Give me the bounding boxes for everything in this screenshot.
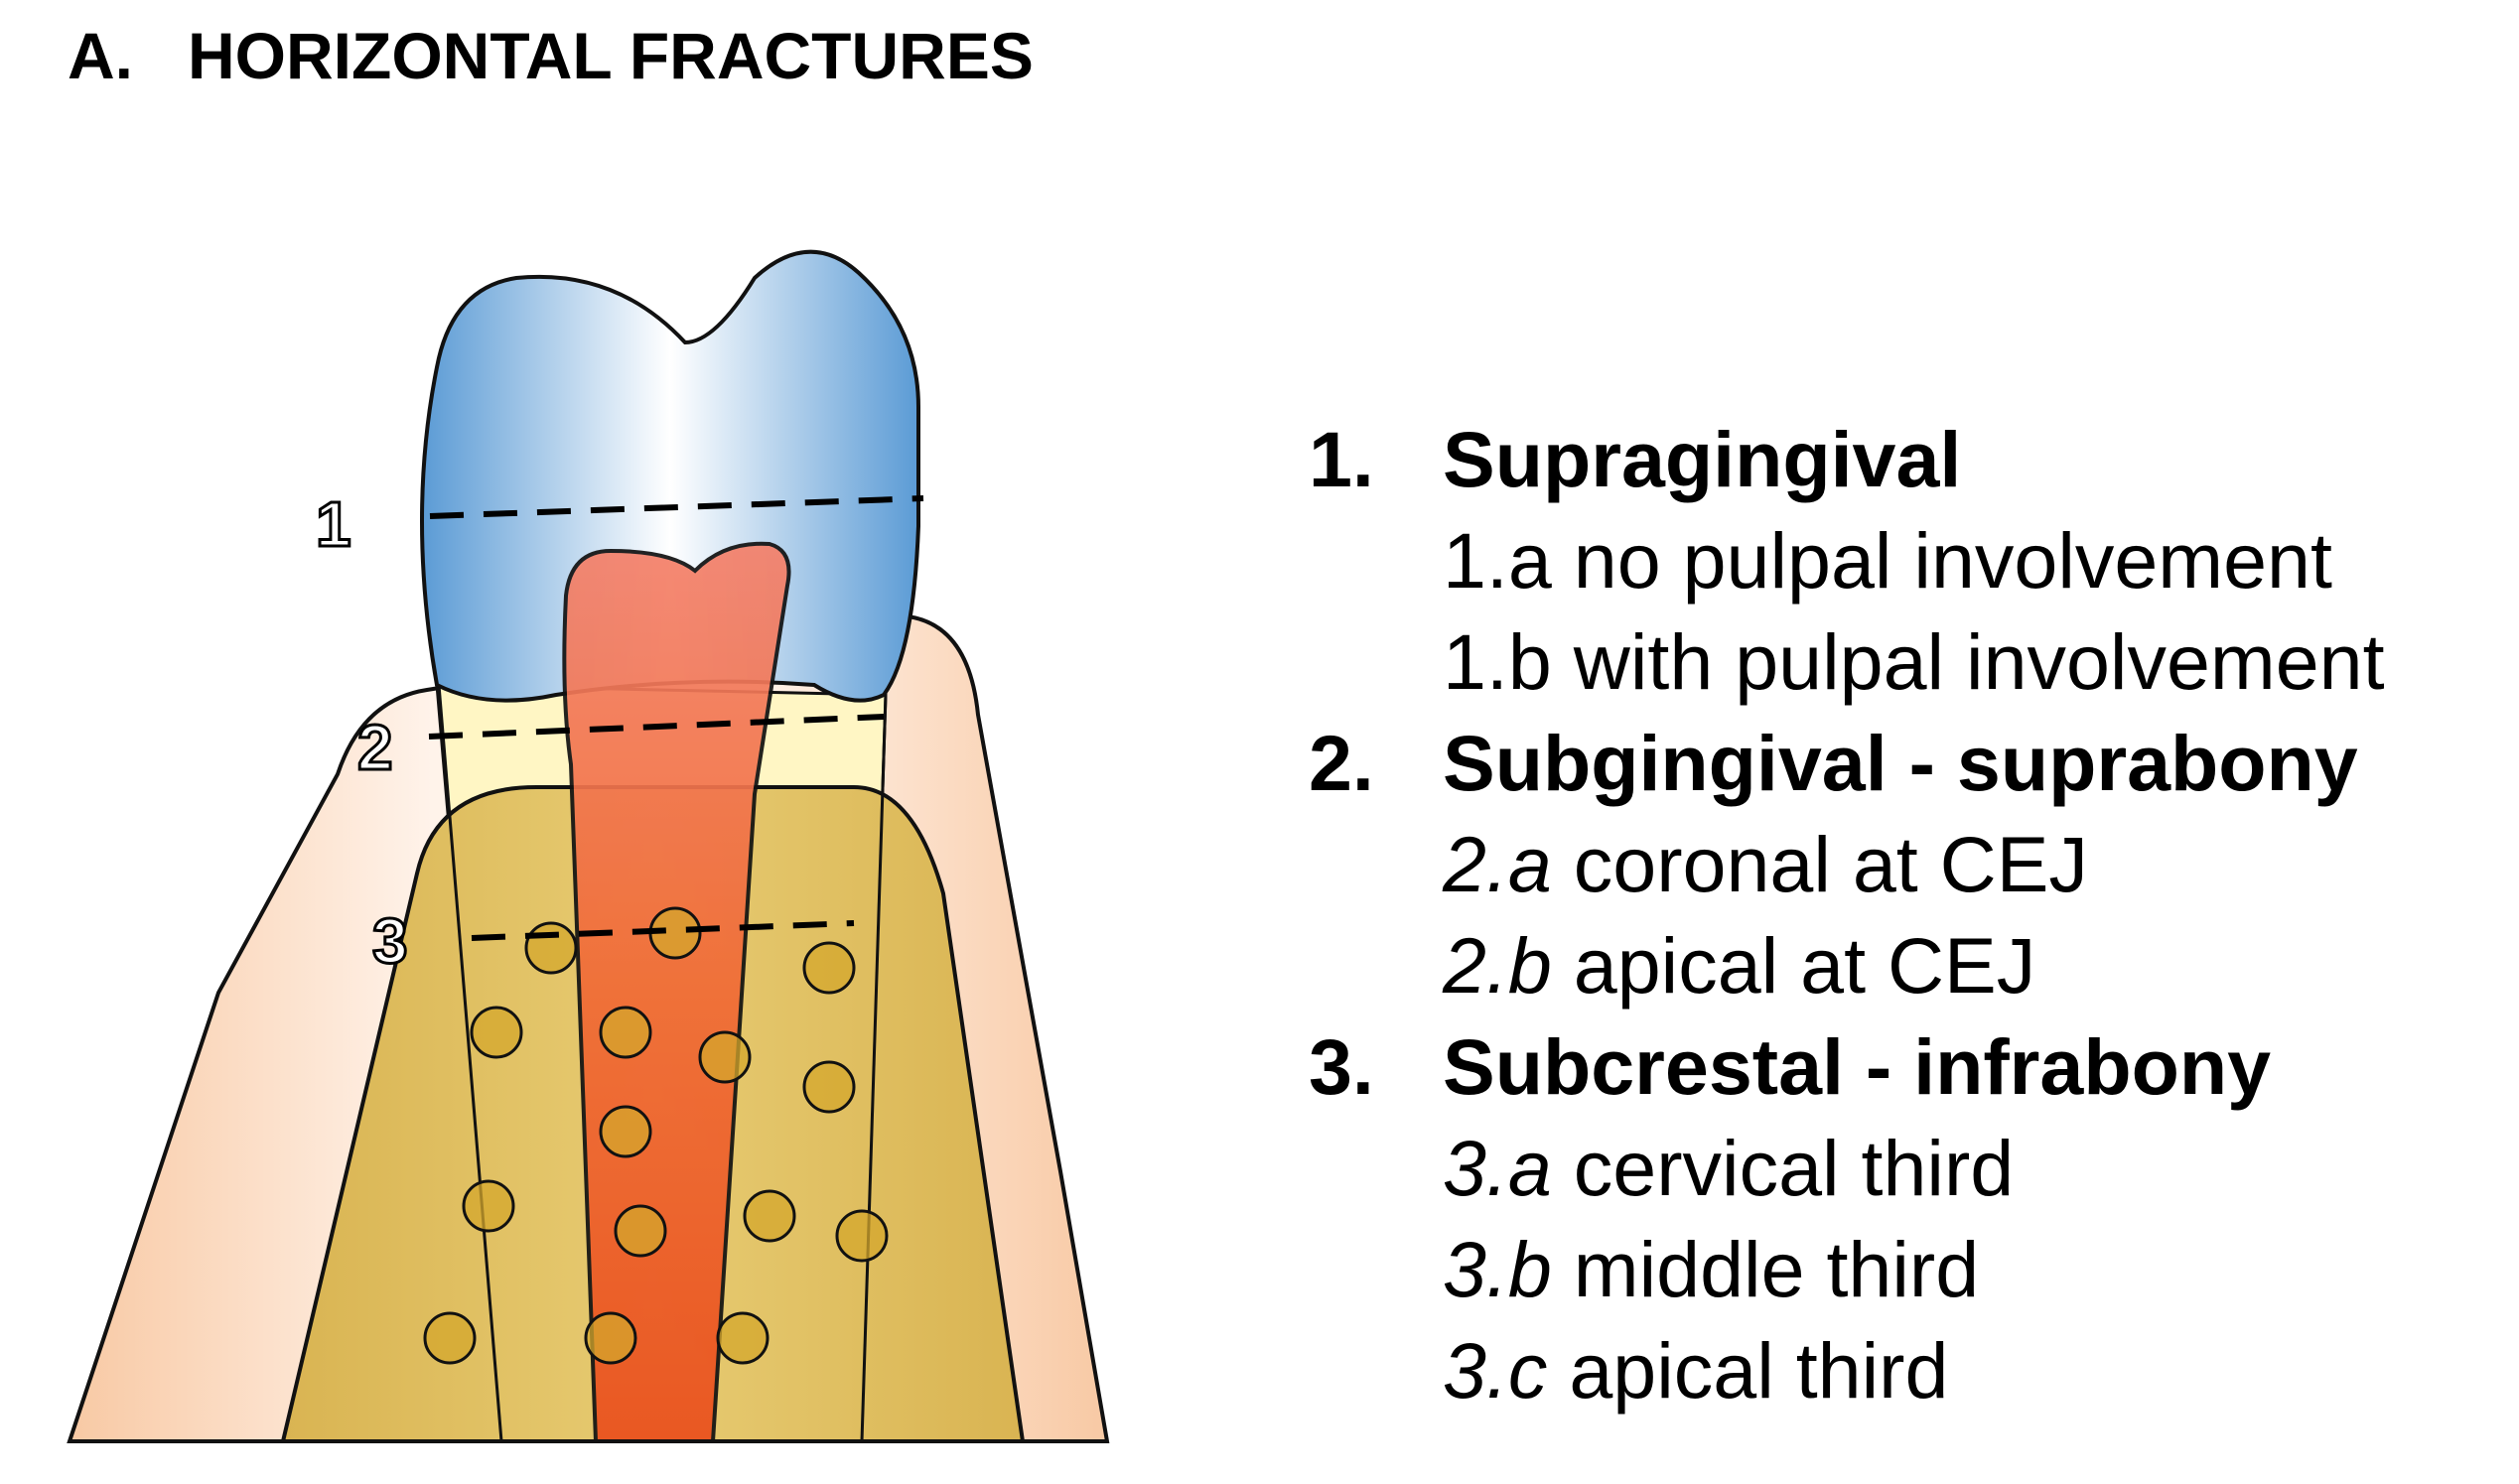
subitem-code: 2.a — [1443, 820, 1552, 908]
spacer — [1552, 814, 1574, 915]
category-heading: Supragingival — [1443, 415, 1962, 503]
subitem-text: coronal at CEJ — [1573, 820, 2088, 908]
category-heading: Subgingival - suprabony — [1443, 719, 2358, 807]
legend-subitem: 2.a coronal at CEJ — [1309, 814, 2385, 915]
subitem-code: 3.b — [1443, 1225, 1552, 1313]
category-number: 2. — [1309, 719, 1374, 807]
subitem-code: 2.b — [1443, 921, 1552, 1010]
tooth-fracture-diagram: 1 2 3 — [67, 249, 1110, 1443]
subitem-text: apical at CEJ — [1573, 921, 2036, 1010]
legend-subitem: 3.b middle third — [1309, 1219, 2385, 1320]
subitem-code: 1.a — [1443, 516, 1552, 605]
subitem-text: no pulpal involvement — [1573, 516, 2332, 605]
spacer — [1552, 1219, 1574, 1320]
legend-subitem: 1.b with pulpal involvement — [1309, 611, 2385, 713]
marker-2: 2 — [357, 712, 393, 783]
legend-subitem: 3.a cervical third — [1309, 1118, 2385, 1219]
legend-subitem: 2.b apical at CEJ — [1309, 915, 2385, 1016]
fracture-line-3 — [471, 920, 855, 941]
spacer — [1552, 510, 1574, 611]
root-outline-right — [860, 694, 888, 1442]
figure-title: A. HORIZONTAL FRACTURES — [68, 19, 1034, 92]
spacer — [1552, 915, 1574, 1016]
root-outline-left — [437, 684, 503, 1442]
fracture-line-2 — [428, 714, 885, 740]
fracture-line-1 — [429, 495, 924, 519]
marker-1: 1 — [316, 488, 351, 560]
legend-category-1: 1. Supragingival — [1309, 409, 2385, 510]
subitem-code: 1.b — [1443, 617, 1552, 706]
category-number: 1. — [1309, 415, 1374, 503]
legend-subitem: 3.c apical third — [1309, 1320, 2385, 1421]
subitem-text: apical third — [1569, 1326, 1949, 1415]
spacer — [1552, 1118, 1574, 1219]
category-number: 3. — [1309, 1022, 1374, 1111]
category-heading: Subcrestal - infrabony — [1443, 1022, 2272, 1111]
subitem-code: 3.a — [1443, 1124, 1552, 1212]
subitem-text: with pulpal involvement — [1573, 617, 2385, 706]
subitem-code: 3.c — [1443, 1326, 1548, 1415]
legend-category-3: 3. Subcrestal - infrabony — [1309, 1016, 2385, 1118]
spacer — [1552, 611, 1574, 713]
subitem-text: middle third — [1573, 1225, 1980, 1313]
spacer — [1547, 1320, 1569, 1421]
legend-subitem: 1.a no pulpal involvement — [1309, 510, 2385, 611]
legend-category-2: 2. Subgingival - suprabony — [1309, 713, 2385, 814]
marker-3: 3 — [372, 905, 408, 977]
subitem-text: cervical third — [1573, 1124, 2015, 1212]
